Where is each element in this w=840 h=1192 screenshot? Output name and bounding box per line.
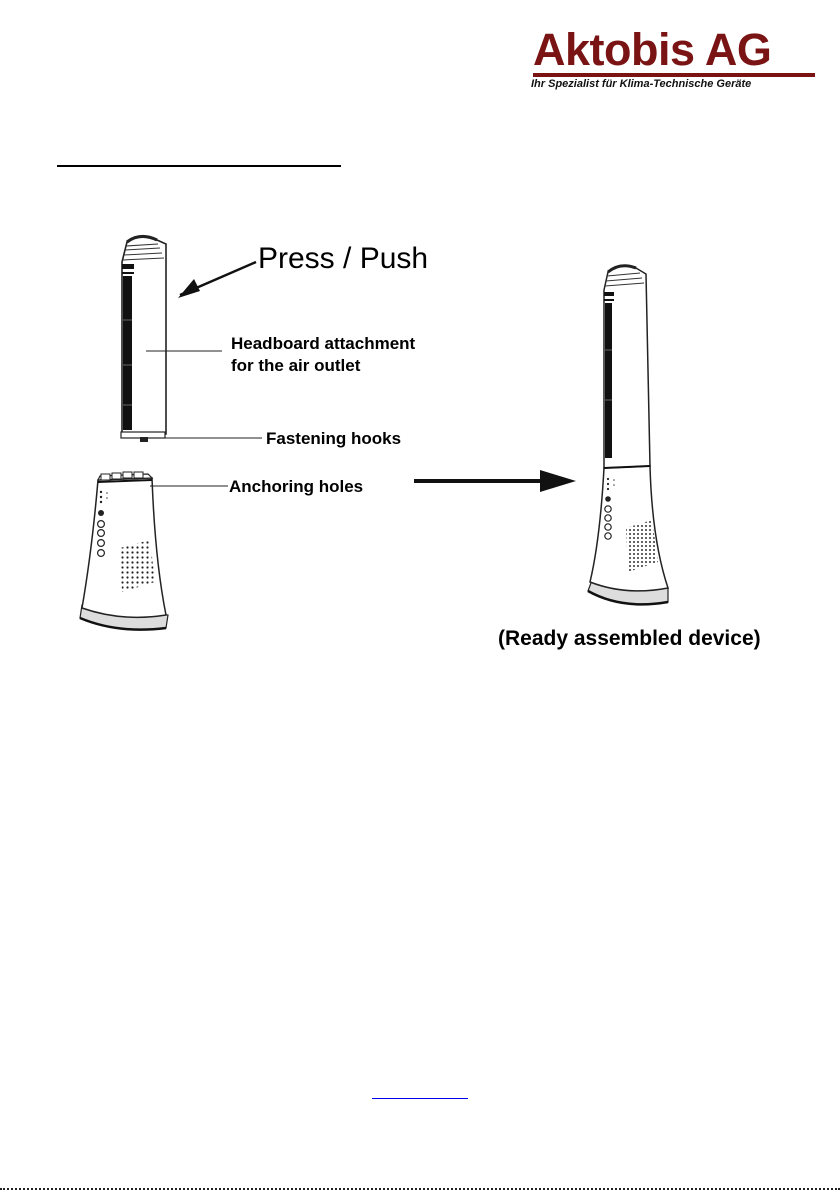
page-edge-divider — [0, 1188, 840, 1190]
headboard-label-line1: Headboard attachment — [231, 334, 415, 354]
assembled-device — [588, 266, 668, 605]
fastening-hooks-label: Fastening hooks — [266, 429, 401, 449]
footer-link[interactable] — [372, 1098, 468, 1099]
ready-assembled-caption: (Ready assembled device) — [498, 627, 761, 651]
base-part — [80, 472, 168, 630]
press-push-label: Press / Push — [258, 242, 428, 276]
assembly-diagram — [0, 0, 840, 700]
headboard-label-line2: for the air outlet — [231, 356, 360, 376]
headboard-part — [121, 236, 166, 442]
anchoring-holes-label: Anchoring holes — [229, 477, 363, 497]
